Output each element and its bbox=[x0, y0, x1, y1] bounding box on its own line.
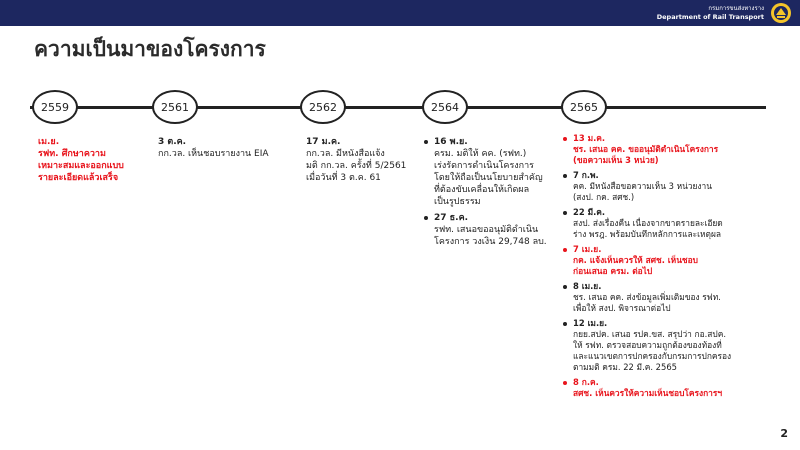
department-emblem-icon bbox=[771, 3, 791, 23]
year-marker-2564: 2564 bbox=[422, 90, 468, 124]
event-date: 7 ก.พ. bbox=[573, 170, 599, 180]
event-text: กค. แจ้งเห็นควรให้ สศช. เห็นชอบ bbox=[573, 255, 698, 265]
event-text: และแนวเขตการปกครองกับกรมการปกครอง bbox=[573, 351, 732, 361]
event-text: ให้ รฟท. ตรวจสอบความถูกต้องของท้องที่ bbox=[573, 340, 722, 350]
event-text: ร่าง พรฎ. พร้อมบันทึกหลักการและเหตุผล bbox=[573, 229, 722, 239]
event-date: 16 พ.ย. bbox=[434, 137, 468, 147]
event-text: โดยให้ถือเป็นนโยบายสำคัญ bbox=[434, 173, 543, 183]
events-2559: เม.ย. รฟท. ศึกษาความ เหมาะสมและออกแบบ รา… bbox=[38, 136, 153, 184]
event-text: ชร. เสนอ คค. ส่งข้อมูลเพิ่มเติมของ รฟท. bbox=[573, 292, 721, 302]
event-text: รฟท. เสนอขออนุมัติดำเนิน bbox=[434, 225, 539, 235]
event-text: ชร. เสนอ คค. ขออนุมัติดำเนินโครงการ bbox=[573, 144, 719, 154]
list-item: 13 ม.ค. ชร. เสนอ คค. ขออนุมัติดำเนินโครง… bbox=[561, 133, 783, 166]
event-text: (ขอความเห็น 3 หน่วย) bbox=[573, 155, 659, 165]
event-text: ที่ต้องขับเคลื่อนให้เกิดผล bbox=[434, 185, 530, 195]
event-text: เพื่อให้ สงป. พิจารณาต่อไป bbox=[573, 303, 671, 313]
event-date: 27 ธ.ค. bbox=[434, 213, 469, 223]
event-text: สศช. เห็นควรให้ความเห็นชอบโครงการฯ bbox=[573, 388, 723, 398]
event-text: เมื่อวันที่ 3 ต.ค. 61 bbox=[306, 173, 381, 183]
page-number: 2 bbox=[780, 427, 788, 440]
year-marker-2559: 2559 bbox=[32, 90, 78, 124]
event-date: 3 ต.ค. bbox=[158, 137, 187, 147]
org-name-th: กรมการขนส่งทางราง bbox=[708, 5, 764, 12]
event-text: มติ กก.วล. ครั้งที่ 5/2561 bbox=[306, 161, 407, 171]
event-date: 8 เม.ย. bbox=[573, 281, 602, 291]
event-text: เร่งรัดการดำเนินโครงการ bbox=[434, 161, 535, 171]
org-name-en: Department of Rail Transport bbox=[656, 13, 764, 21]
event-text: เหมาะสมและออกแบบ bbox=[38, 161, 124, 171]
org-logo: กรมการขนส่งทางราง Department of Rail Tra… bbox=[657, 0, 792, 26]
list-item: 7 เม.ย. กค. แจ้งเห็นควรให้ สศช. เห็นชอบ … bbox=[561, 244, 783, 277]
event-text: (สงป. กค. สศช.) bbox=[573, 192, 635, 202]
event-date: เม.ย. bbox=[38, 137, 60, 147]
event-date: 7 เม.ย. bbox=[573, 244, 602, 254]
events-2565: 13 ม.ค. ชร. เสนอ คค. ขออนุมัติดำเนินโครง… bbox=[561, 133, 783, 403]
event-text: ก่อนเสนอ ครม. ต่อไป bbox=[573, 266, 653, 276]
events-2561: 3 ต.ค. กก.วล. เห็นชอบรายงาน EIA bbox=[158, 136, 298, 160]
event-date: 8 ก.ค. bbox=[573, 377, 599, 387]
year-marker-2565: 2565 bbox=[561, 90, 607, 124]
list-item: 16 พ.ย. ครม. มติให้ คค. (รฟท.) เร่งรัดกา… bbox=[422, 136, 560, 208]
list-item: 7 ก.พ. คค. มีหนังสือขอความเห็น 3 หน่วยงา… bbox=[561, 170, 783, 203]
event-text: กยย.สปค. เสนอ รปค.ขส. สรุปว่า กอ.สปค. bbox=[573, 329, 726, 339]
list-item: 8 เม.ย. ชร. เสนอ คค. ส่งข้อมูลเพิ่มเติมข… bbox=[561, 281, 783, 314]
event-text: ตามมติ ครม. 22 มี.ค. 2565 bbox=[573, 362, 677, 372]
event-date: 22 มี.ค. bbox=[573, 207, 606, 217]
event-date: 17 ม.ค. bbox=[306, 137, 341, 147]
event-text: สงป. ส่งเรื่องคืน เนื่องจากขาดรายละเอียด bbox=[573, 218, 723, 228]
event-text: กก.วล. มีหนังสือแจ้ง bbox=[306, 149, 385, 159]
event-date: 12 เม.ย. bbox=[573, 318, 608, 328]
event-date: 13 ม.ค. bbox=[573, 133, 606, 143]
header-bar: กรมการขนส่งทางราง Department of Rail Tra… bbox=[0, 0, 800, 26]
list-item: 12 เม.ย. กยย.สปค. เสนอ รปค.ขส. สรุปว่า ก… bbox=[561, 318, 783, 373]
events-2564: 16 พ.ย. ครม. มติให้ คค. (รฟท.) เร่งรัดกา… bbox=[422, 136, 560, 252]
event-text: กก.วล. เห็นชอบรายงาน EIA bbox=[158, 149, 269, 159]
year-marker-2562: 2562 bbox=[300, 90, 346, 124]
list-item: 8 ก.ค. สศช. เห็นควรให้ความเห็นชอบโครงการ… bbox=[561, 377, 783, 399]
event-text: ครม. มติให้ คค. (รฟท.) bbox=[434, 149, 527, 159]
list-item: 22 มี.ค. สงป. ส่งเรื่องคืน เนื่องจากขาดร… bbox=[561, 207, 783, 240]
year-marker-2561: 2561 bbox=[152, 90, 198, 124]
event-text: เป็นรูปธรรม bbox=[434, 197, 481, 207]
event-text: รฟท. ศึกษาความ bbox=[38, 149, 106, 159]
event-text: คค. มีหนังสือขอความเห็น 3 หน่วยงาน bbox=[573, 181, 712, 191]
timeline-line bbox=[30, 106, 766, 109]
list-item: 27 ธ.ค. รฟท. เสนอขออนุมัติดำเนิน โครงการ… bbox=[422, 212, 560, 248]
event-text: โครงการ วงเงิน 29,748 ลบ. bbox=[434, 237, 547, 247]
page-title: ความเป็นมาของโครงการ bbox=[34, 37, 266, 61]
events-2562: 17 ม.ค. กก.วล. มีหนังสือแจ้ง มติ กก.วล. … bbox=[306, 136, 421, 184]
event-text: รายละเอียดแล้วเสร็จ bbox=[38, 173, 119, 183]
